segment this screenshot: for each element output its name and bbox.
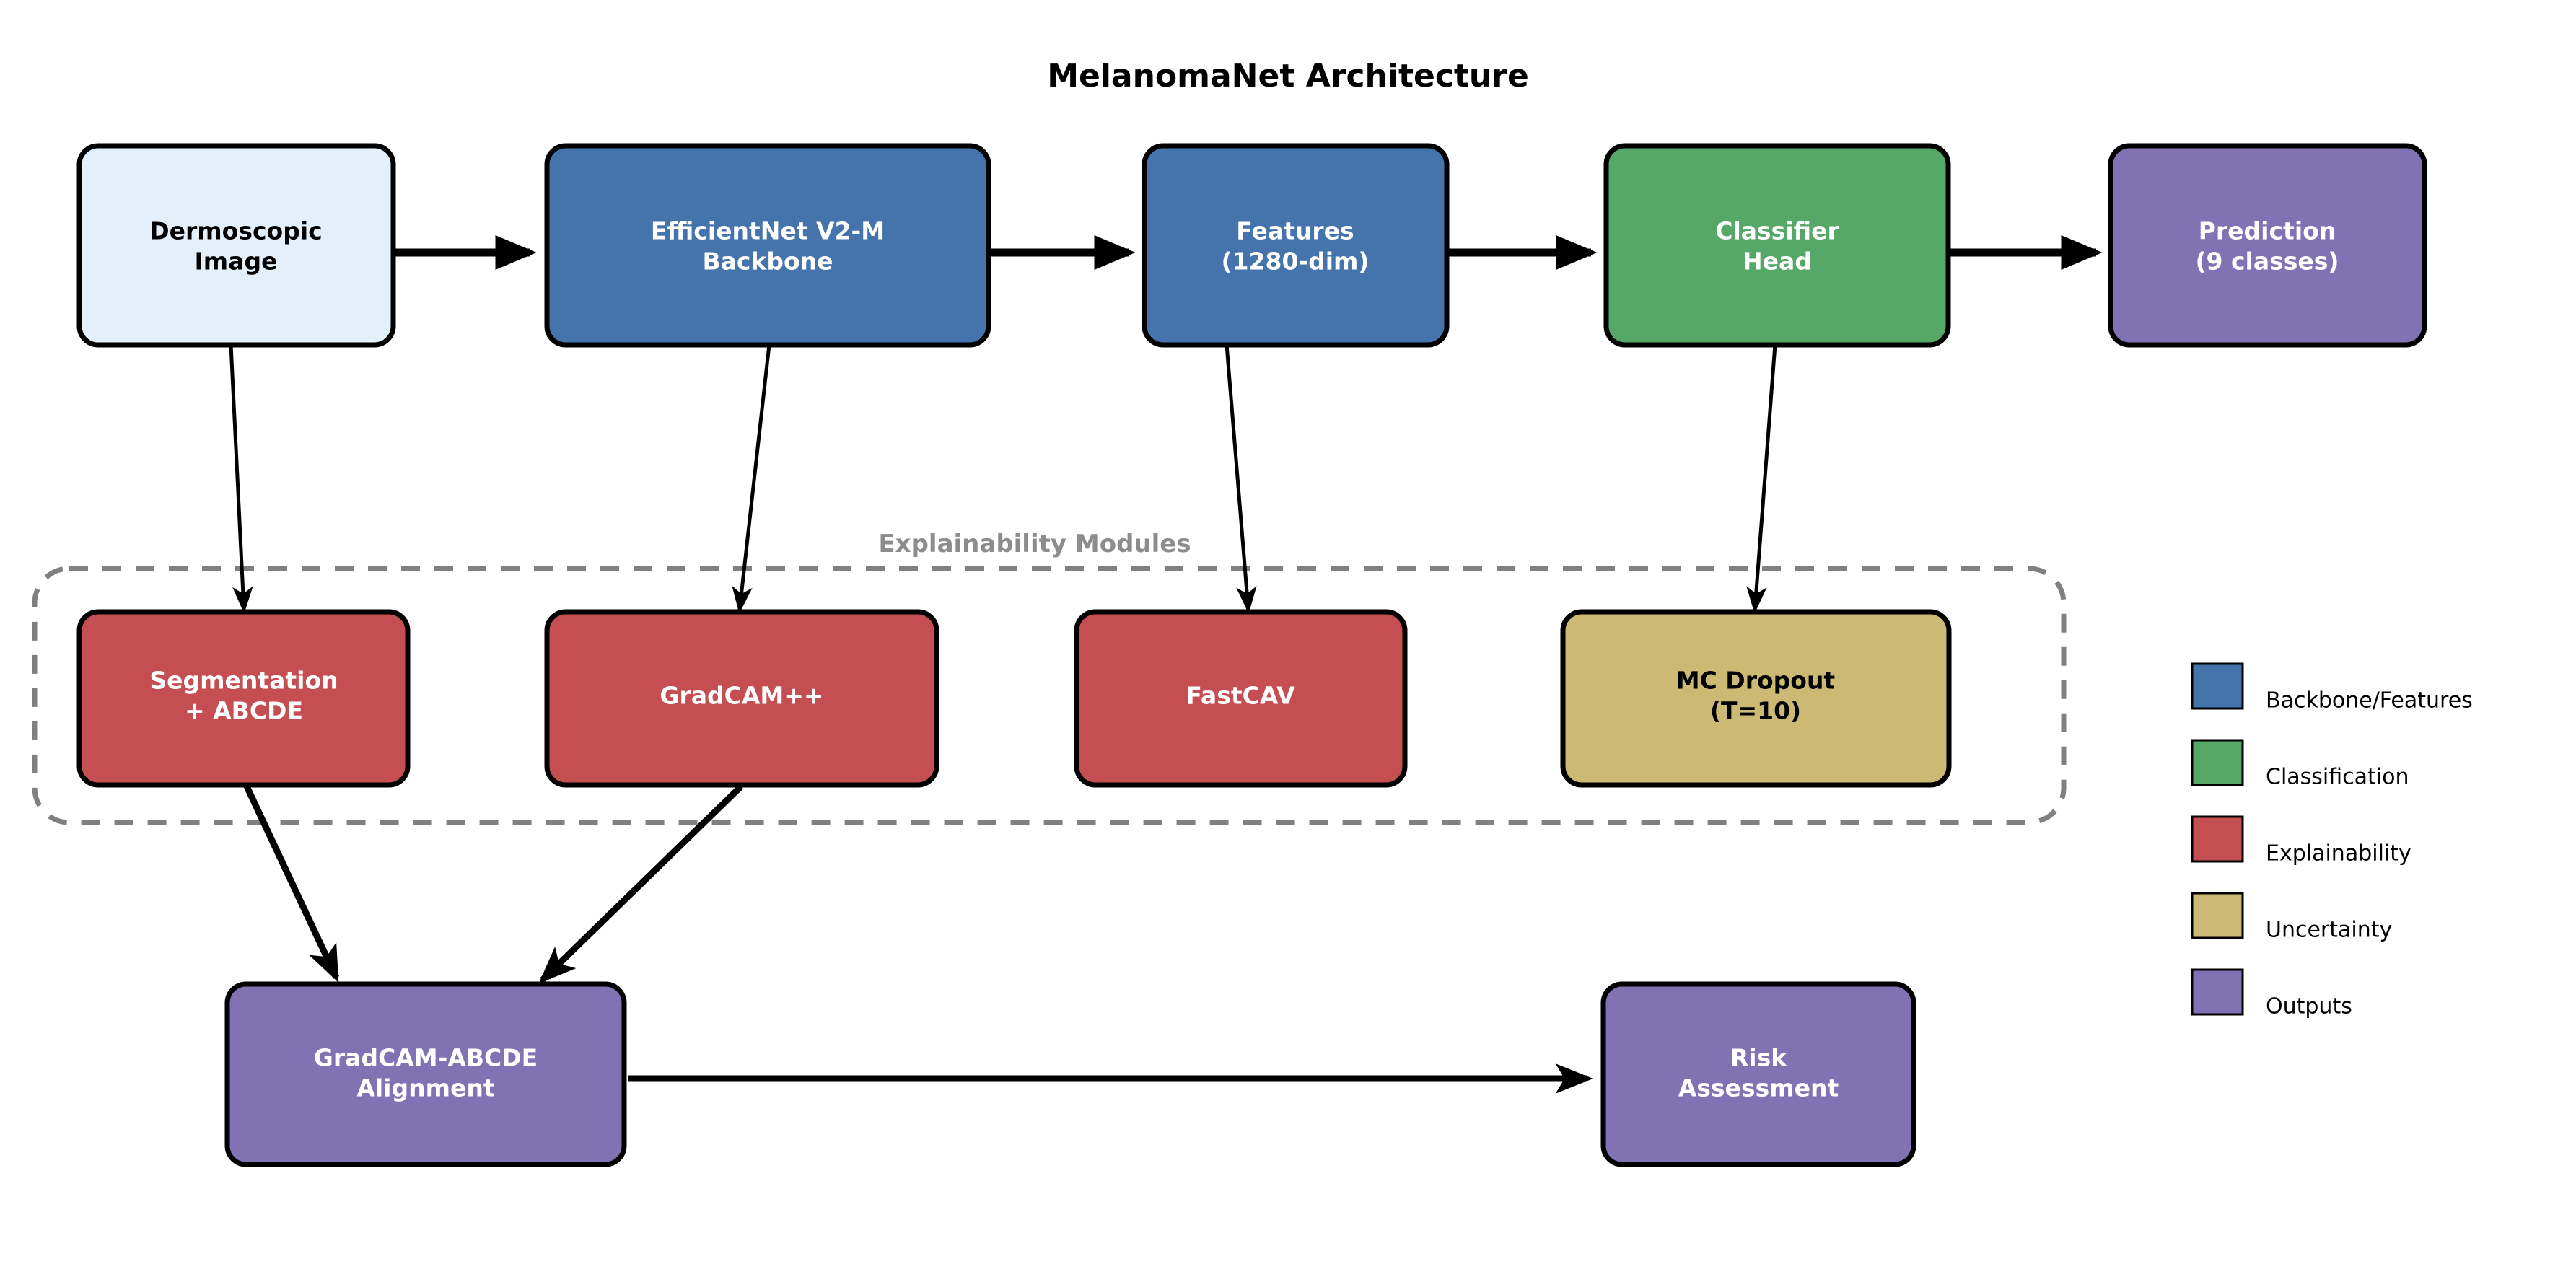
node-segmentation-abcde-line1: Segmentation bbox=[149, 667, 338, 695]
node-dermoscopic-image-line1: Dermoscopic bbox=[149, 217, 322, 245]
node-classifier-head-line1: Classifier bbox=[1715, 217, 1839, 245]
edge-classifier-to-mcdropout bbox=[1746, 344, 1777, 614]
node-dermoscopic-image-box[interactable] bbox=[76, 143, 396, 348]
node-mc-dropout-line1: MC Dropout bbox=[1676, 667, 1836, 695]
edge-gradcam-to-alignment bbox=[538, 784, 744, 984]
node-features-line1: Features bbox=[1236, 217, 1354, 245]
legend-label-outputs: Outputs bbox=[2266, 994, 2352, 1019]
legend-swatch-backbone-features bbox=[2191, 662, 2244, 710]
node-risk-assessment-box[interactable] bbox=[1600, 981, 1916, 1167]
node-gradcam-abcde-alignment-line1: GradCAM-ABCDE bbox=[314, 1044, 538, 1072]
node-mc-dropout-line2: (T=10) bbox=[1710, 697, 1801, 725]
legend-label-explainability: Explainability bbox=[2266, 841, 2411, 866]
legend-label-classification: Classification bbox=[2266, 765, 2409, 790]
node-gradcam-plus-plus-line1: GradCAM++ bbox=[660, 682, 823, 710]
node-dermoscopic-image[interactable]: Dermoscopic Image bbox=[76, 143, 396, 348]
legend-label-backbone-features: Backbone/Features bbox=[2266, 688, 2473, 714]
legend-item-explainability: Explainability bbox=[2191, 815, 2411, 866]
legend-item-classification: Classification bbox=[2191, 739, 2409, 790]
node-features-line2: (1280-dim) bbox=[1221, 247, 1369, 276]
legend-swatch-classification bbox=[2191, 739, 2244, 786]
node-segmentation-abcde[interactable]: Segmentation + ABCDE bbox=[76, 609, 411, 788]
legend: Backbone/Features Classification Explain… bbox=[2191, 662, 2473, 1019]
legend-item-backbone-features: Backbone/Features bbox=[2191, 662, 2473, 714]
edge-backbone-to-gradcam bbox=[732, 344, 771, 614]
node-segmentation-abcde-box[interactable] bbox=[76, 609, 411, 788]
edge-input-to-segmentation bbox=[229, 344, 253, 614]
node-risk-assessment-line1: Risk bbox=[1730, 1044, 1787, 1072]
node-gradcam-plus-plus-box[interactable] bbox=[544, 609, 939, 788]
page-title: MelanomaNet Architecture bbox=[1047, 58, 1529, 95]
node-prediction[interactable]: Prediction (9 classes) bbox=[2108, 143, 2427, 348]
node-gradcam-abcde-alignment-line2: Alignment bbox=[356, 1074, 495, 1102]
edge-segmentation-to-alignment bbox=[243, 785, 340, 983]
node-fastcav[interactable]: FastCAV bbox=[1074, 609, 1408, 788]
node-classifier-head-box[interactable] bbox=[1603, 143, 1951, 348]
legend-item-outputs: Outputs bbox=[2191, 968, 2352, 1019]
node-mc-dropout-box[interactable] bbox=[1560, 609, 1952, 788]
legend-swatch-explainability bbox=[2191, 815, 2244, 863]
explainability-group-label: Explainability Modules bbox=[878, 530, 1191, 558]
node-risk-assessment[interactable]: Risk Assessment bbox=[1600, 981, 1916, 1167]
node-gradcam-abcde-alignment[interactable]: GradCAM-ABCDE Alignment bbox=[224, 981, 627, 1167]
node-classifier-head-line2: Head bbox=[1743, 247, 1812, 276]
node-prediction-line1: Prediction bbox=[2199, 217, 2336, 245]
node-efficientnet-backbone[interactable]: EfficientNet V2-M Backbone bbox=[544, 143, 991, 348]
node-classifier-head[interactable]: Classifier Head bbox=[1603, 143, 1951, 348]
node-features[interactable]: Features (1280-dim) bbox=[1142, 143, 1450, 348]
node-fastcav-line1: FastCAV bbox=[1186, 682, 1295, 710]
node-gradcam-abcde-alignment-box[interactable] bbox=[224, 981, 627, 1167]
explainability-group-box bbox=[32, 566, 2067, 825]
node-segmentation-abcde-line2: + ABCDE bbox=[185, 697, 303, 725]
node-efficientnet-backbone-line1: EfficientNet V2-M bbox=[651, 217, 885, 245]
node-fastcav-box[interactable] bbox=[1074, 609, 1408, 788]
legend-swatch-outputs bbox=[2191, 968, 2244, 1016]
node-dermoscopic-image-line2: Image bbox=[195, 247, 278, 276]
node-gradcam-plus-plus[interactable]: GradCAM++ bbox=[544, 609, 939, 788]
node-prediction-line2: (9 classes) bbox=[2195, 247, 2339, 276]
node-efficientnet-backbone-box[interactable] bbox=[544, 143, 991, 348]
legend-item-uncertainty: Uncertainty bbox=[2191, 892, 2392, 943]
legend-swatch-uncertainty bbox=[2191, 892, 2244, 939]
legend-label-uncertainty: Uncertainty bbox=[2266, 918, 2392, 943]
node-mc-dropout[interactable]: MC Dropout (T=10) bbox=[1560, 609, 1952, 788]
node-risk-assessment-line2: Assessment bbox=[1678, 1074, 1839, 1102]
node-efficientnet-backbone-line2: Backbone bbox=[702, 247, 833, 276]
edge-features-to-fastcav bbox=[1225, 344, 1257, 614]
node-prediction-box[interactable] bbox=[2108, 143, 2427, 348]
node-features-box[interactable] bbox=[1142, 143, 1450, 348]
